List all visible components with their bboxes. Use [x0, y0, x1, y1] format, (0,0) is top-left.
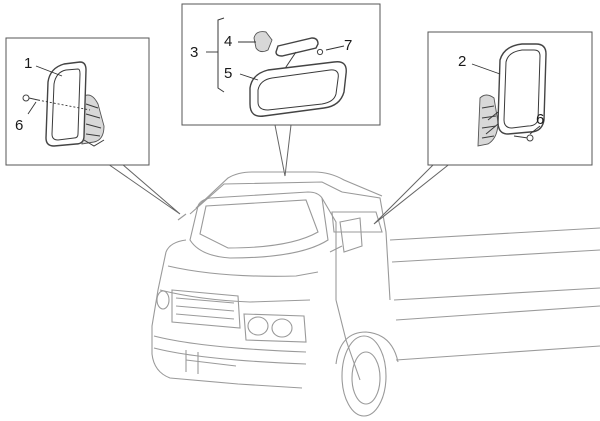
detail-box-right: 2 6: [427, 31, 593, 166]
callout-5: 5: [224, 65, 232, 82]
pointer-left: [106, 163, 181, 215]
truck-illustration: [151, 171, 600, 417]
callout-4: 4: [224, 33, 232, 50]
callout-6-left: 6: [15, 117, 23, 134]
callout-2: 2: [458, 53, 466, 70]
callout-7: 7: [344, 37, 352, 54]
callout-3: 3: [190, 44, 198, 61]
callout-6-right: 6: [536, 111, 544, 128]
callout-1: 1: [24, 55, 32, 72]
detail-box-center: 3 4 5 7: [181, 3, 381, 126]
pointer-center: [274, 124, 292, 177]
pointer-right: [373, 161, 454, 225]
detail-box-left: 1 6: [5, 37, 150, 166]
